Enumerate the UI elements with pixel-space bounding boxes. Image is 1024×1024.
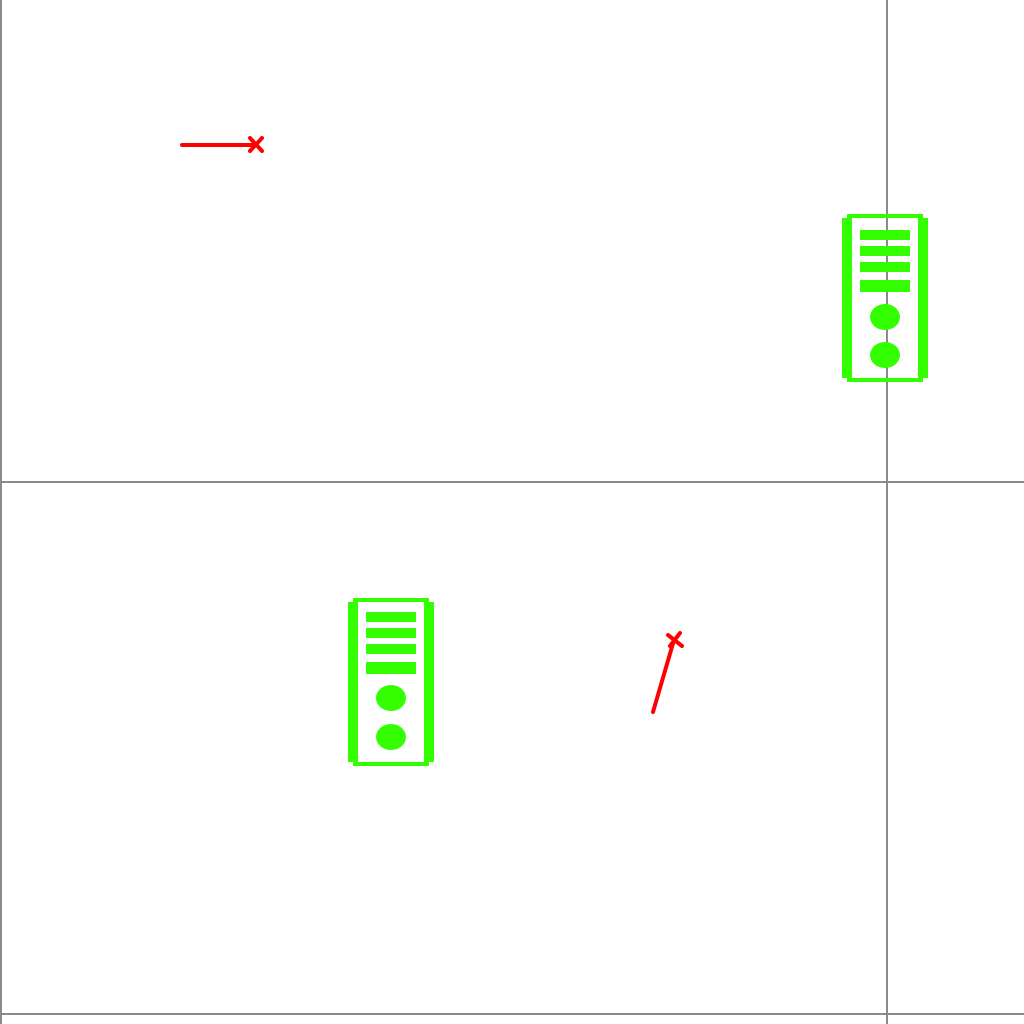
tower-bottom-left[interactable] <box>348 598 434 766</box>
tower-icon <box>348 598 434 766</box>
tower-top-right[interactable] <box>842 214 928 382</box>
needle-icon <box>180 136 264 153</box>
needle-tilted[interactable] <box>651 631 684 714</box>
needle-icon <box>651 631 684 714</box>
needle-horizontal[interactable] <box>180 136 264 153</box>
tower-icon <box>842 214 928 382</box>
